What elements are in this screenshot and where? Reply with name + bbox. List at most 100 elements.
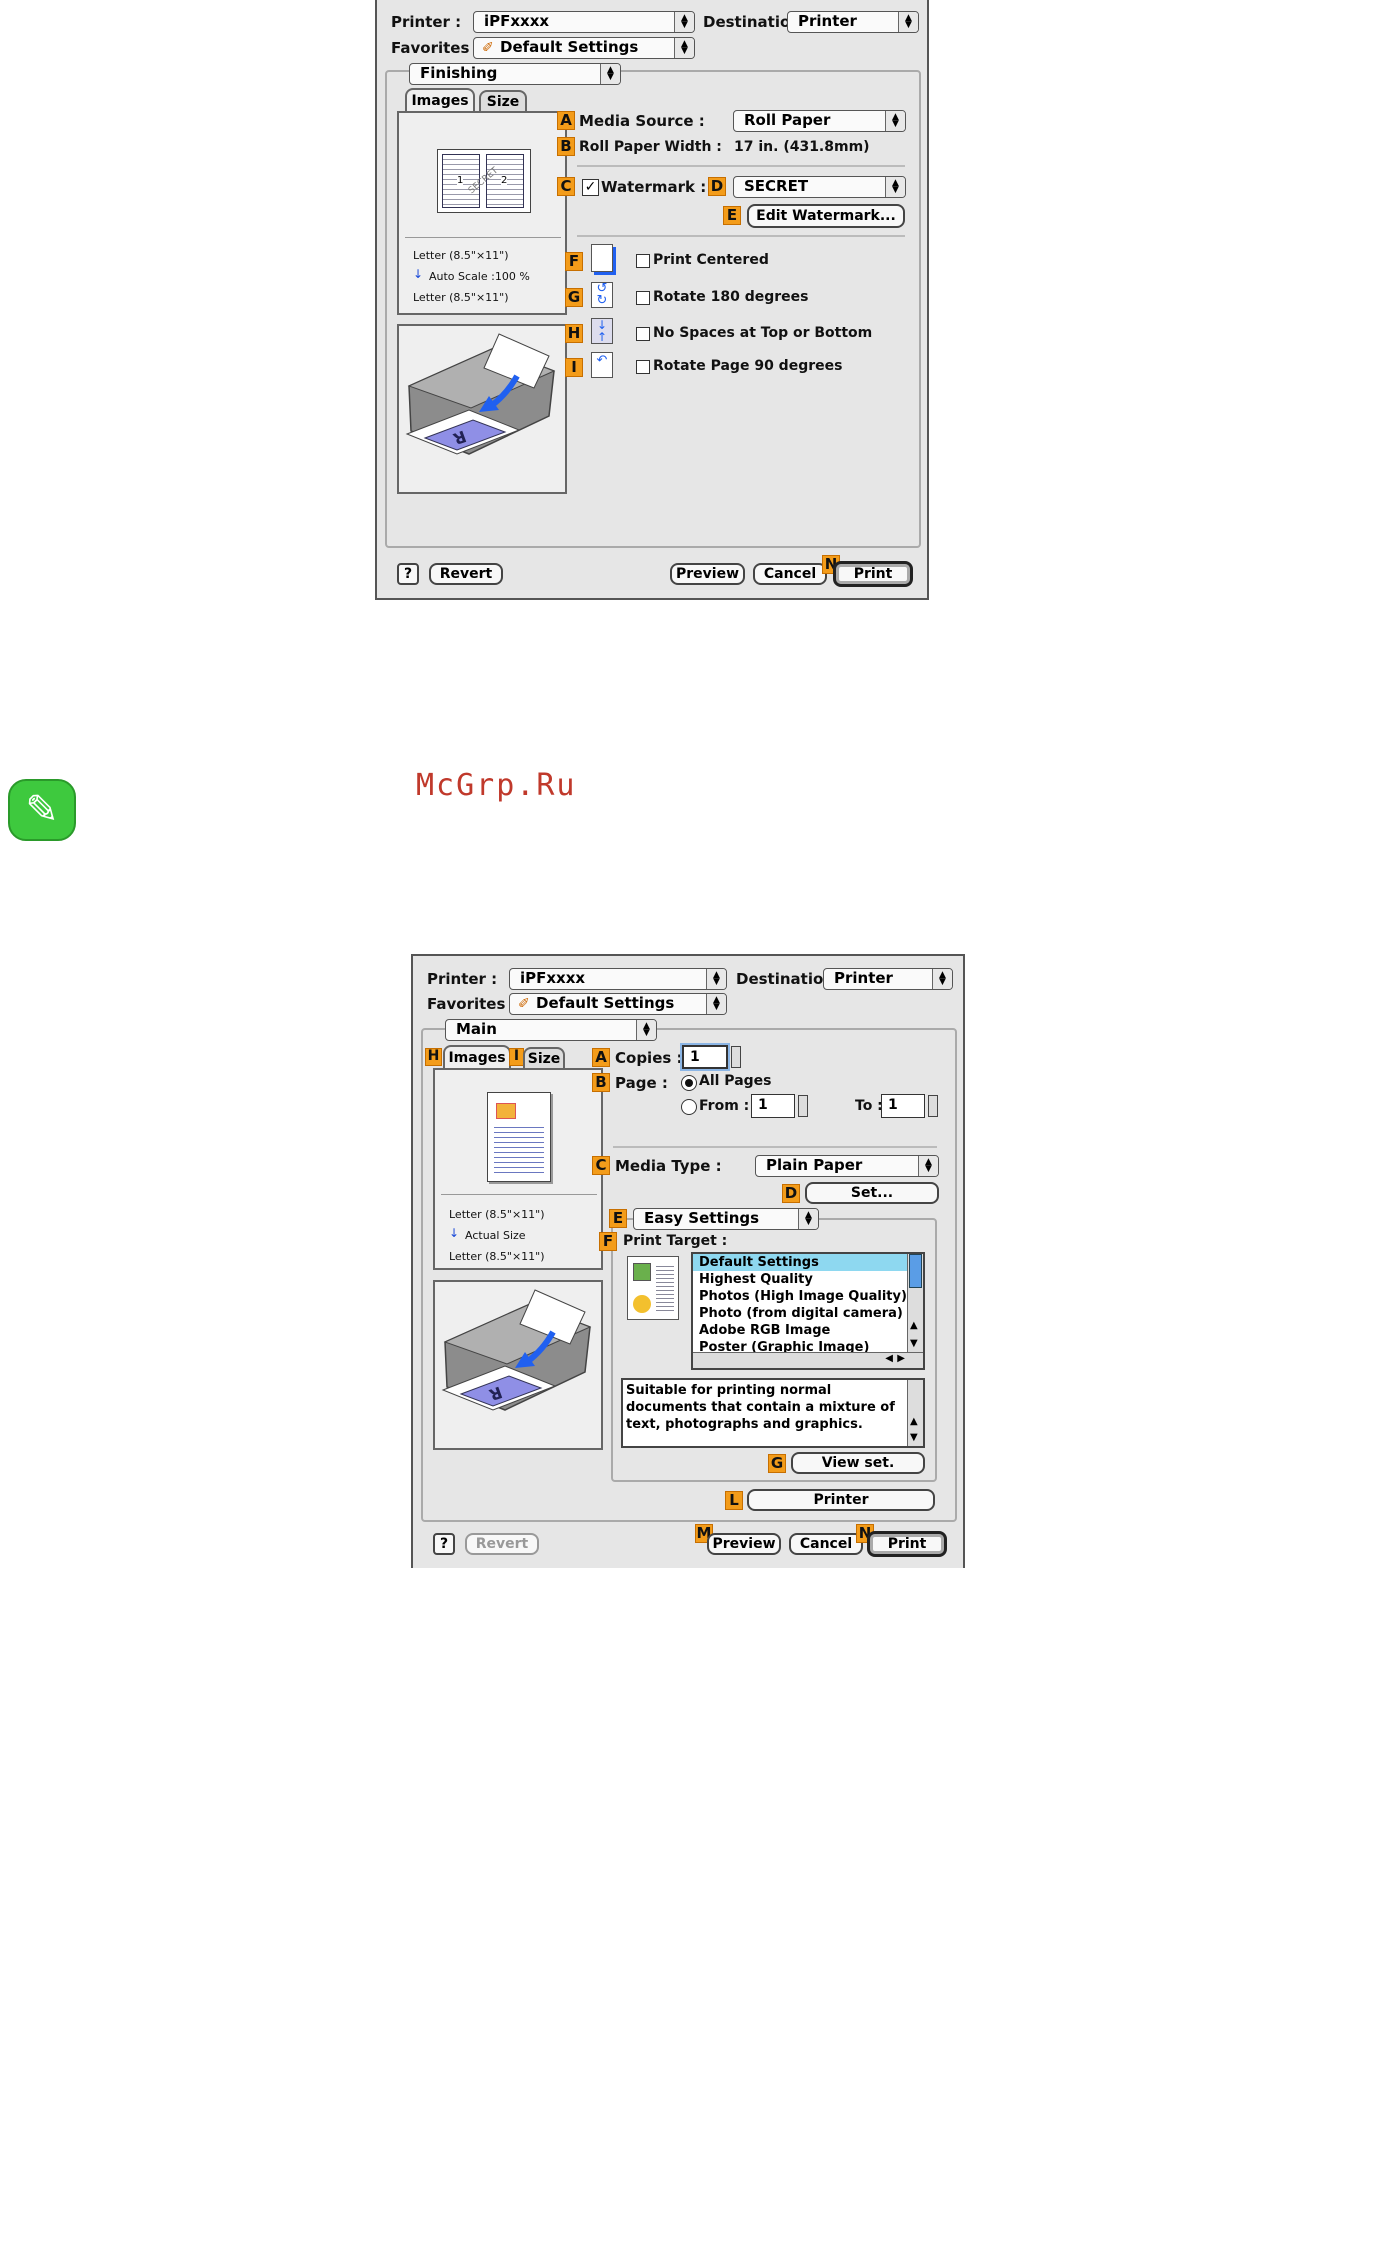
description-text: Suitable for printing normal documents t… bbox=[626, 1383, 895, 1432]
revert-button[interactable]: Revert bbox=[429, 563, 503, 585]
help-button[interactable]: ? bbox=[397, 563, 419, 585]
preview-divider bbox=[405, 237, 561, 238]
paper-size-output: Letter (8.5"×11") bbox=[449, 1250, 545, 1263]
from-input[interactable]: 1 bbox=[751, 1094, 795, 1118]
from-stepper[interactable] bbox=[798, 1095, 808, 1117]
no-spaces-label: No Spaces at Top or Bottom bbox=[653, 325, 873, 341]
scroll-up-arrow-icon[interactable]: ▲ bbox=[910, 1320, 918, 1331]
all-pages-radio[interactable] bbox=[681, 1075, 697, 1091]
preview-button[interactable]: Preview bbox=[707, 1533, 781, 1555]
page-thumb-1-label: 1 bbox=[457, 175, 464, 186]
from-radio[interactable] bbox=[681, 1099, 697, 1115]
paper-size-output: Letter (8.5"×11") bbox=[413, 291, 509, 304]
tab-size[interactable]: Size bbox=[523, 1047, 565, 1069]
favorites-label: Favorites : bbox=[427, 995, 517, 1013]
scroll-down-arrow-icon[interactable]: ▼ bbox=[910, 1432, 918, 1443]
print-centered-label: Print Centered bbox=[653, 252, 769, 268]
rotate-180-icon: ↺↻ bbox=[591, 282, 613, 308]
destination-popup[interactable]: Printer▲▼ bbox=[787, 11, 919, 33]
edit-watermark-button[interactable]: Edit Watermark... bbox=[747, 204, 905, 228]
tab-size[interactable]: Size bbox=[479, 90, 527, 112]
cancel-button[interactable]: Cancel bbox=[789, 1533, 863, 1555]
scroll-thumb[interactable] bbox=[909, 1254, 922, 1288]
media-source-popup[interactable]: Roll Paper▲▼ bbox=[733, 110, 906, 132]
to-stepper[interactable] bbox=[928, 1095, 938, 1117]
watermark-popup[interactable]: SECRET▲▼ bbox=[733, 176, 906, 198]
view-set-button[interactable]: View set. bbox=[791, 1452, 925, 1474]
panel-popup[interactable]: Main▲▼ bbox=[445, 1019, 657, 1041]
watermark-checkbox[interactable]: ✓ bbox=[582, 179, 599, 196]
no-spaces-icon: ↓↑ bbox=[591, 318, 613, 344]
list-item[interactable]: Adobe RGB Image bbox=[699, 1323, 831, 1338]
list-hscrollbar[interactable]: ◀ ▶ bbox=[693, 1352, 923, 1368]
description-box: Suitable for printing normal documents t… bbox=[621, 1378, 925, 1448]
cancel-button[interactable]: Cancel bbox=[753, 563, 827, 585]
badge-a: A bbox=[557, 111, 575, 130]
favorites-label: Favorites : bbox=[391, 39, 481, 57]
printer-label: Printer : bbox=[427, 970, 498, 988]
list-scrollbar[interactable]: ▲ ▼ bbox=[907, 1254, 923, 1354]
tab-images[interactable]: Images bbox=[443, 1045, 511, 1069]
help-button[interactable]: ? bbox=[433, 1533, 455, 1555]
list-item[interactable]: Photos (High Image Quality) bbox=[699, 1289, 907, 1304]
copies-input[interactable]: 1 bbox=[682, 1045, 728, 1069]
media-source-label: Media Source : bbox=[579, 112, 705, 130]
print-centered-icon bbox=[591, 244, 613, 272]
scroll-down-arrow-icon[interactable]: ▼ bbox=[910, 1338, 918, 1349]
list-item[interactable]: Photo (from digital camera) bbox=[699, 1306, 903, 1321]
layout-preview-panel: 1 2 SECRET Letter (8.5"×11") ↓ Auto Scal… bbox=[397, 111, 567, 315]
no-spaces-checkbox[interactable] bbox=[636, 327, 650, 341]
rotate-90-checkbox[interactable] bbox=[636, 360, 650, 374]
rotate-180-checkbox[interactable] bbox=[636, 291, 650, 305]
destination-label: Destination : bbox=[736, 970, 846, 988]
scroll-up-arrow-icon[interactable]: ▲ bbox=[910, 1416, 918, 1427]
print-button[interactable]: Print bbox=[867, 1531, 947, 1557]
badge-f: F bbox=[599, 1232, 617, 1251]
badge-c: C bbox=[557, 177, 575, 196]
badge-c: C bbox=[592, 1156, 610, 1175]
to-input[interactable]: 1 bbox=[881, 1094, 925, 1118]
popup-arrows-icon: ▲▼ bbox=[885, 111, 905, 131]
settings-group bbox=[385, 70, 921, 548]
printer-popup[interactable]: iPFxxxx▲▼ bbox=[509, 968, 727, 990]
popup-arrows-icon: ▲▼ bbox=[798, 1209, 818, 1229]
media-type-popup[interactable]: Plain Paper▲▼ bbox=[755, 1155, 939, 1177]
thumbnail-flower bbox=[633, 1295, 651, 1313]
copies-stepper[interactable] bbox=[731, 1046, 741, 1068]
popup-arrows-icon: ▲▼ bbox=[706, 969, 726, 989]
print-centered-checkbox[interactable] bbox=[636, 254, 650, 268]
divider bbox=[577, 235, 905, 237]
to-label: To : bbox=[855, 1098, 883, 1114]
printer-popup[interactable]: iPFxxxx▲▼ bbox=[473, 11, 695, 33]
favorites-popup[interactable]: ✐Default Settings▲▼ bbox=[473, 37, 695, 59]
scroll-right-arrow-icon[interactable]: ▶ bbox=[897, 1353, 905, 1364]
badge-g: G bbox=[768, 1454, 786, 1473]
preview-button[interactable]: Preview bbox=[670, 563, 745, 585]
svg-text:R: R bbox=[487, 1382, 505, 1404]
scroll-left-arrow-icon[interactable]: ◀ bbox=[885, 1353, 893, 1364]
print-target-thumbnail bbox=[627, 1256, 679, 1320]
print-button[interactable]: Print bbox=[833, 561, 913, 587]
badge-d: D bbox=[708, 177, 726, 196]
list-item[interactable]: Default Settings bbox=[693, 1254, 909, 1271]
tab-images[interactable]: Images bbox=[405, 88, 475, 112]
panel-popup[interactable]: Finishing▲▼ bbox=[409, 63, 621, 85]
list-item[interactable]: Highest Quality bbox=[699, 1272, 813, 1287]
roll-width-label: Roll Paper Width : bbox=[579, 139, 722, 155]
page-label: Page : bbox=[615, 1074, 668, 1092]
thumbnail-photo bbox=[633, 1263, 651, 1281]
favorites-popup[interactable]: ✐Default Settings▲▼ bbox=[509, 993, 727, 1015]
list-item[interactable]: Poster (Graphic Image) bbox=[699, 1340, 870, 1355]
badge-f: F bbox=[565, 252, 583, 271]
popup-arrows-icon: ▲▼ bbox=[600, 64, 620, 84]
print-target-label: Print Target : bbox=[623, 1233, 728, 1249]
copies-label: Copies : bbox=[615, 1049, 683, 1067]
easy-settings-popup[interactable]: Easy Settings▲▼ bbox=[633, 1208, 819, 1230]
description-scrollbar[interactable]: ▲ ▼ bbox=[907, 1380, 923, 1446]
printer-button[interactable]: Printer bbox=[747, 1489, 935, 1511]
destination-popup[interactable]: Printer▲▼ bbox=[823, 968, 953, 990]
set-button[interactable]: Set... bbox=[805, 1182, 939, 1204]
badge-b: B bbox=[557, 137, 575, 156]
badge-i: I bbox=[565, 358, 583, 377]
